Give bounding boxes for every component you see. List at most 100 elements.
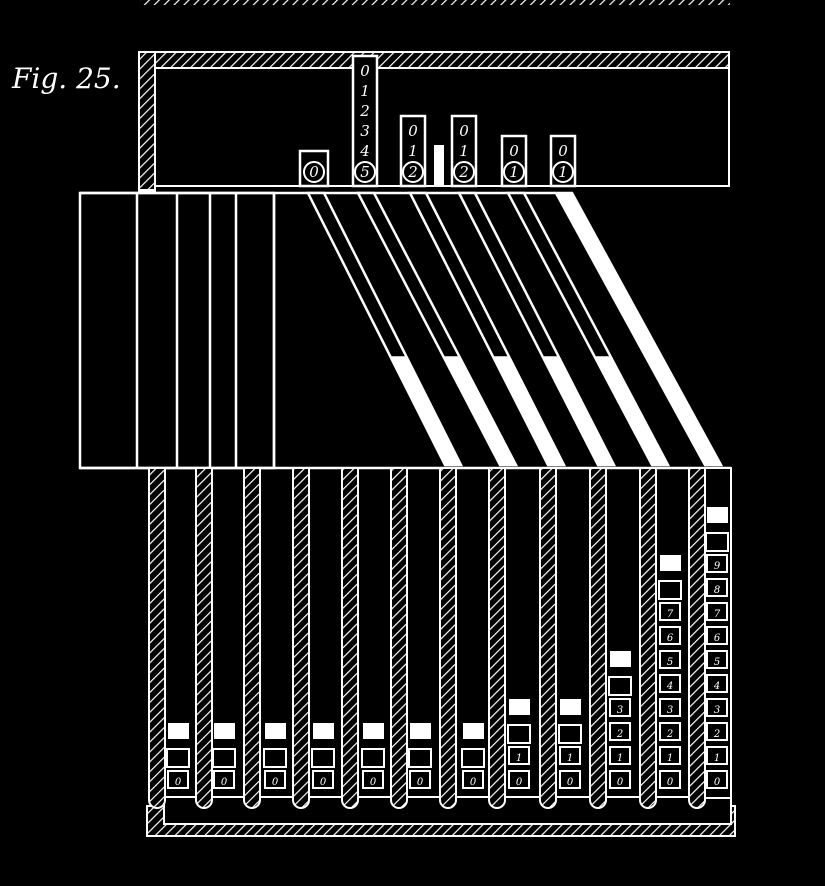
band-fill bbox=[390, 356, 461, 465]
digit-label: 2 bbox=[666, 729, 673, 740]
slider-digit: 1 bbox=[360, 82, 370, 100]
digit-label: 0 bbox=[516, 777, 523, 788]
digit-cell bbox=[659, 746, 681, 765]
digit-cell bbox=[706, 554, 728, 573]
digit-label: 0 bbox=[714, 777, 721, 788]
slider-digit: 0 bbox=[558, 142, 568, 160]
digit-label: 6 bbox=[667, 633, 674, 644]
digit-label: 0 bbox=[272, 777, 279, 788]
digit-cell bbox=[659, 650, 681, 669]
slider-digit: 0 bbox=[509, 142, 519, 160]
digit-column: 0 bbox=[461, 723, 485, 789]
digit-label: 0 bbox=[567, 777, 574, 788]
hatched-divider bbox=[148, 467, 166, 809]
digit-cell bbox=[706, 722, 728, 741]
hatched-divider bbox=[243, 467, 261, 809]
pointer-block bbox=[363, 723, 384, 739]
digit-cell bbox=[659, 626, 681, 645]
digit-cell bbox=[213, 770, 235, 789]
hatched-divider bbox=[589, 467, 607, 809]
hatched-divider bbox=[639, 467, 657, 809]
blank-cell bbox=[507, 724, 531, 744]
top-slider-3: 0 1 2 bbox=[399, 114, 427, 188]
digit-column: 0 bbox=[166, 723, 190, 789]
slider-digit: 4 bbox=[359, 142, 370, 160]
diagonal-bands bbox=[80, 191, 731, 470]
digit-cell bbox=[559, 746, 581, 765]
slider-base-digit: 2 bbox=[407, 163, 418, 181]
slider-base-digit: 0 bbox=[309, 163, 319, 181]
digit-label: 0 bbox=[320, 777, 327, 788]
digit-column: 01 bbox=[507, 699, 531, 789]
digit-label: 4 bbox=[713, 681, 720, 692]
digit-cell bbox=[659, 602, 681, 621]
digit-cell bbox=[659, 770, 681, 789]
hatched-divider bbox=[341, 467, 359, 809]
slider-base-digit: 1 bbox=[509, 163, 519, 181]
pointer-block bbox=[410, 723, 431, 739]
digit-label: 3 bbox=[667, 705, 673, 716]
digit-label: 0 bbox=[370, 777, 377, 788]
blank-cell bbox=[263, 748, 287, 768]
digit-cell bbox=[462, 770, 484, 789]
digit-column: 0 bbox=[263, 723, 287, 789]
blank-cell bbox=[311, 748, 335, 768]
digit-cell bbox=[706, 626, 728, 645]
blank-cell bbox=[361, 748, 385, 768]
digit-cell bbox=[706, 602, 728, 621]
digit-label: 0 bbox=[667, 777, 674, 788]
slider-base-digit: 2 bbox=[458, 163, 469, 181]
digit-cell bbox=[508, 770, 530, 789]
band-fill bbox=[556, 193, 721, 465]
pointer-block bbox=[265, 723, 286, 739]
digit-label: 0 bbox=[470, 777, 477, 788]
digit-cell bbox=[706, 650, 728, 669]
hatched-divider bbox=[488, 467, 506, 809]
digit-label: 1 bbox=[567, 753, 573, 764]
blank-cell bbox=[705, 532, 729, 552]
top-slider-4: 012 bbox=[450, 114, 478, 188]
hatched-divider bbox=[439, 467, 457, 809]
digit-label: 0 bbox=[617, 777, 624, 788]
slider-digit: 3 bbox=[360, 122, 370, 140]
pointer-block bbox=[707, 507, 728, 523]
slider-base-circle bbox=[453, 161, 475, 183]
slider-digit: 1 bbox=[408, 142, 418, 160]
slider-digit: 0 bbox=[459, 122, 469, 140]
top-slider-5: 01 bbox=[500, 134, 528, 188]
digit-cell bbox=[609, 722, 631, 741]
hatched-divider bbox=[292, 467, 310, 809]
indicator-bar bbox=[434, 145, 444, 186]
digit-label: 9 bbox=[714, 561, 721, 572]
digit-column: 0 bbox=[408, 723, 432, 789]
digit-column: 0 bbox=[361, 723, 385, 789]
pointer-block bbox=[509, 699, 530, 715]
slider-digit: 0 bbox=[408, 122, 418, 140]
digit-label: 0 bbox=[221, 777, 228, 788]
digit-cell bbox=[706, 746, 728, 765]
blank-cell bbox=[408, 748, 432, 768]
lower-housing bbox=[146, 467, 736, 837]
digit-cell bbox=[659, 698, 681, 717]
top-slider-6: 01 bbox=[549, 134, 577, 188]
digit-label: 7 bbox=[667, 609, 674, 620]
top-slider-1: 0 bbox=[298, 149, 330, 188]
pointer-block bbox=[214, 723, 235, 739]
slider-base-circle bbox=[503, 161, 525, 183]
band-fill bbox=[492, 356, 564, 465]
slider-base-circle bbox=[402, 161, 424, 183]
slider-base-circle bbox=[354, 161, 376, 183]
slider-digit: 0 bbox=[360, 62, 370, 80]
digit-cell bbox=[706, 674, 728, 693]
digit-label: 0 bbox=[417, 777, 424, 788]
blank-cell bbox=[166, 748, 190, 768]
figure-label: Fig. 25. bbox=[11, 62, 121, 95]
digit-label: 6 bbox=[714, 633, 721, 644]
digit-label: 0 bbox=[175, 777, 182, 788]
digit-column: 0 bbox=[311, 723, 335, 789]
digit-label: 7 bbox=[714, 609, 721, 620]
band-fill bbox=[594, 356, 668, 465]
